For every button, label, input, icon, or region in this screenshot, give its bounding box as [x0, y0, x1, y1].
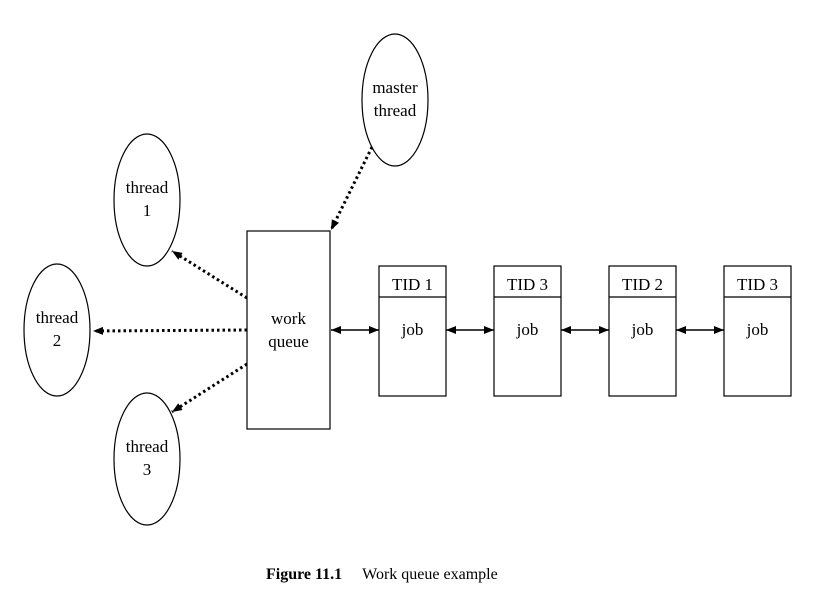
thread1-label-1: thread: [126, 178, 169, 197]
thread2-label-2: 2: [53, 331, 62, 350]
arrow-queue-to-thread1: [171, 249, 248, 300]
job-tid-4: TID 3: [737, 275, 778, 294]
work-queue-label-2: queue: [268, 332, 309, 351]
work-queue-node: work queue: [246, 230, 331, 430]
master-thread-label-2: thread: [374, 101, 417, 120]
job-label-2: job: [516, 320, 539, 339]
thread3-label-2: 3: [143, 460, 152, 479]
job-box-4: [723, 265, 792, 397]
master-thread-ellipse: [361, 33, 429, 167]
figure-number: Figure 11.1: [266, 566, 343, 583]
job-node-2: TID 3 job: [493, 265, 562, 397]
job-tid-2: TID 3: [507, 275, 548, 294]
master-thread-label-1: master: [372, 78, 418, 97]
work-queue-box: [246, 230, 331, 430]
job-label-1: job: [401, 320, 424, 339]
thread2-label-1: thread: [36, 308, 79, 327]
figure-caption-text: Work queue example: [362, 566, 498, 583]
arrow-queue-to-thread3: [171, 362, 248, 414]
thread1-ellipse: [113, 133, 181, 267]
job-tid-3: TID 2: [622, 275, 663, 294]
thread2-node: thread 2: [23, 263, 91, 397]
thread2-ellipse: [23, 263, 91, 397]
thread3-node: thread 3: [113, 392, 181, 526]
work-queue-label-1: work: [271, 309, 306, 328]
job-node-3: TID 2 job: [608, 265, 677, 397]
job-node-4: TID 3 job: [723, 265, 792, 397]
thread3-label-1: thread: [126, 437, 169, 456]
thread3-ellipse: [113, 392, 181, 526]
job-box-3: [608, 265, 677, 397]
job-box-1: [378, 265, 447, 397]
job-label-3: job: [631, 320, 654, 339]
thread1-node: thread 1: [113, 133, 181, 267]
dotted-arrows: [92, 146, 374, 414]
thread1-label-2: 1: [143, 201, 152, 220]
master-thread-node: master thread: [361, 33, 429, 167]
arrow-queue-to-thread2: [92, 326, 248, 335]
job-label-4: job: [746, 320, 769, 339]
figure-caption: Figure 11.1 Work queue example: [266, 566, 498, 584]
arrow-master-to-queue: [329, 146, 374, 231]
job-node-1: TID 1 job: [378, 265, 447, 397]
job-tid-1: TID 1: [392, 275, 433, 294]
job-box-2: [493, 265, 562, 397]
